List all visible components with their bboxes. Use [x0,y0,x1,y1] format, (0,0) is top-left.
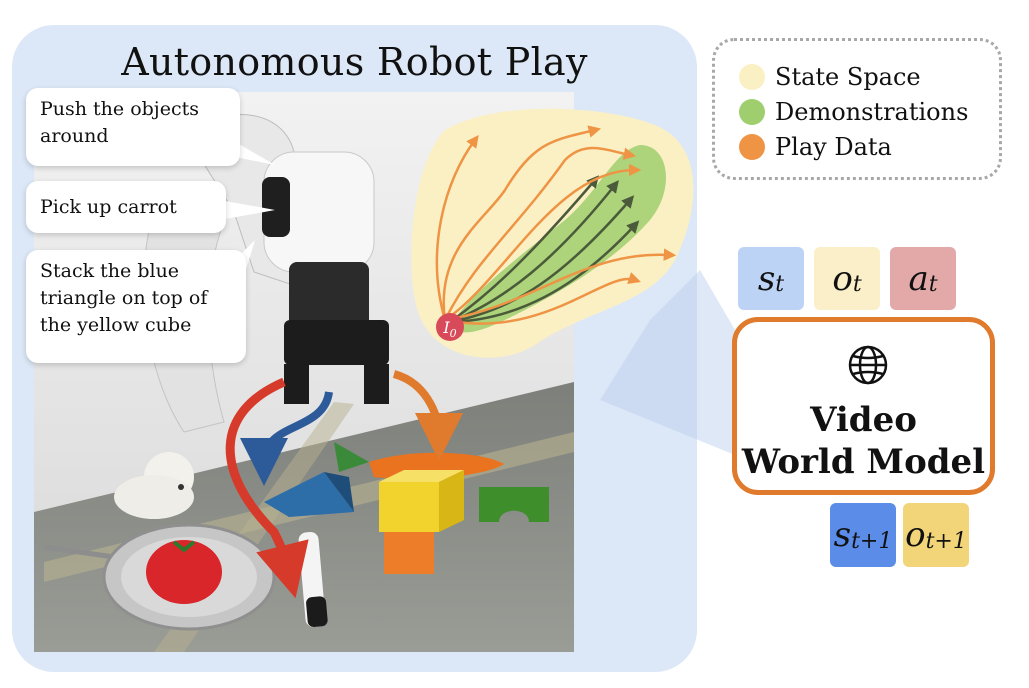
instruction-bubble-carrot: Pick up carrot [26,181,226,233]
panel-title: Autonomous Robot Play [121,40,588,84]
play-data-trajectories [435,125,677,325]
token-subscript: t+1 [851,528,893,554]
instruction-bubble-stack: Stack the blue triangle on top of the ye… [26,250,246,363]
token-symbol: s [833,515,852,555]
legend-swatch [739,64,765,90]
start-state-marker [436,313,464,341]
legend: State Space Demonstrations Play Data [712,38,1002,180]
model-title-line1: Video [810,400,917,440]
instruction-text: Push the objects around [40,98,199,147]
legend-item-demonstrations: Demonstrations [739,98,968,126]
token-symbol: s [757,258,776,299]
token-subscript: t [775,272,785,297]
legend-item-state-space: State Space [739,63,921,91]
token-symbol: a [908,258,929,299]
legend-label: State Space [775,63,921,91]
legend-label: Play Data [775,133,892,161]
demonstration-trajectories [449,175,640,324]
token-symbol: o [905,515,926,555]
instruction-text: Stack the blue triangle on top of the ye… [40,260,208,336]
token-symbol: o [832,258,853,299]
token-subscript: t [852,272,862,297]
start-state-label: I0 [442,318,456,340]
token-subscript: t+1 [925,528,967,554]
globe-icon [848,345,888,385]
model-title-line2: World Model [741,442,986,482]
token-subscript: t [928,272,938,297]
legend-label: Demonstrations [775,98,969,126]
legend-swatch [739,99,765,125]
instruction-text: Pick up carrot [40,196,177,218]
instruction-bubble-push: Push the objects around [26,88,240,166]
video-world-model-box: Video World Model [732,317,995,495]
legend-swatch [739,134,765,160]
legend-item-play-data: Play Data [739,133,892,161]
state-space-diagram: I0 [411,108,694,358]
